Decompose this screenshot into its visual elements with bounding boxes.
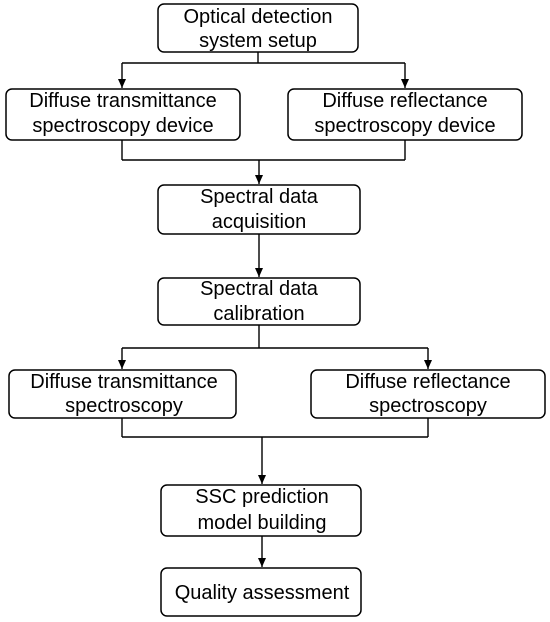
node-diffuse-transmittance-device: Diffuse transmittance spectroscopy devic…	[5, 88, 241, 141]
node-diffuse-transmittance-spectroscopy: Diffuse transmittance spectroscopy	[8, 369, 237, 419]
node-label-line: Diffuse reflectance	[322, 90, 487, 112]
node-label-line: calibration	[213, 303, 304, 325]
node-label-line: spectroscopy device	[314, 115, 495, 137]
node-label-line: Spectral data	[200, 278, 319, 300]
node-diffuse-reflectance-spectroscopy: Diffuse reflectance spectroscopy	[310, 369, 546, 419]
connectors	[118, 52, 432, 567]
node-label-line: spectroscopy	[65, 395, 183, 417]
node-label-line: Diffuse reflectance	[345, 371, 510, 393]
node-spectral-data-acquisition: Spectral data acquisition	[157, 184, 361, 235]
node-label-line: Diffuse transmittance	[30, 371, 218, 393]
node-quality-assessment: Quality assessment	[160, 567, 362, 617]
node-label-line: spectroscopy device	[32, 115, 213, 137]
node-spectral-data-calibration: Spectral data calibration	[157, 277, 361, 326]
node-label-line: Quality assessment	[175, 582, 350, 604]
node-label-line: spectroscopy	[369, 395, 487, 417]
node-label-line: Diffuse transmittance	[29, 90, 217, 112]
node-label-line: system setup	[199, 30, 317, 52]
node-label-line: model building	[198, 512, 327, 534]
node-label-line: SSC prediction	[195, 486, 328, 508]
node-ssc-prediction-model: SSC prediction model building	[160, 484, 362, 537]
node-optical-detection-setup: Optical detection system setup	[157, 3, 359, 53]
node-diffuse-reflectance-device: Diffuse reflectance spectroscopy device	[287, 88, 523, 141]
node-label-line: Spectral data	[200, 186, 319, 208]
node-label-line: Optical detection	[184, 6, 333, 28]
node-label-line: acquisition	[212, 211, 307, 233]
